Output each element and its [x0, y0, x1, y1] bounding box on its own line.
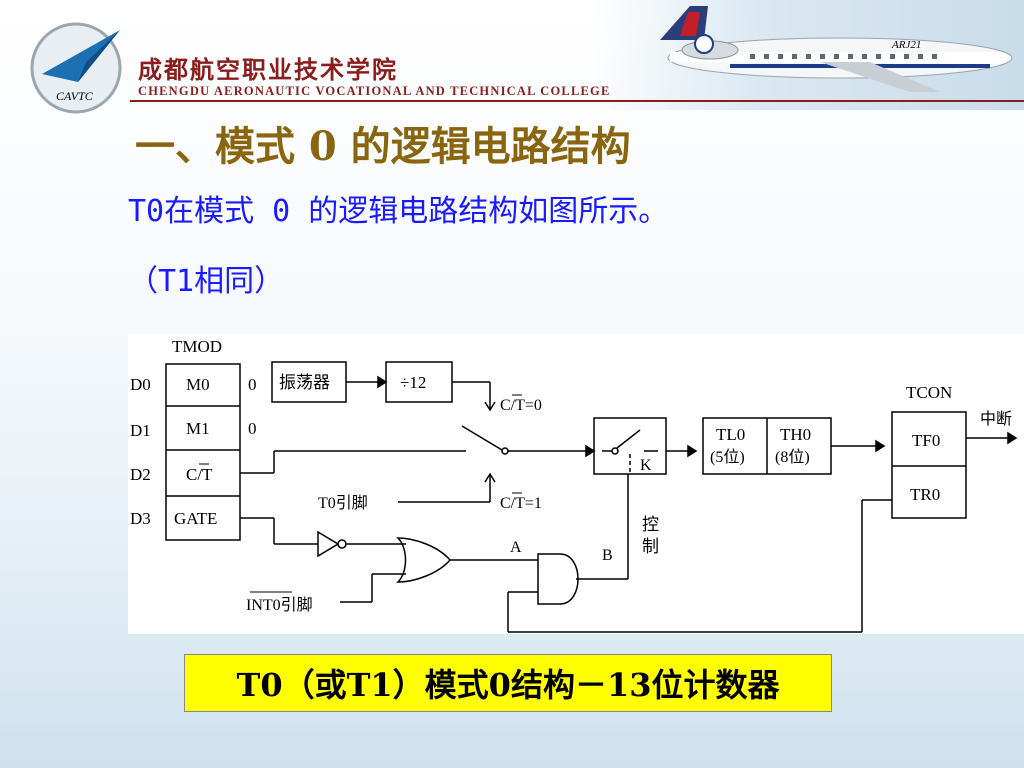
control-label-1: 控: [642, 515, 659, 534]
th0-label: TH0: [780, 425, 811, 444]
tf0-bit: TF0: [912, 431, 940, 450]
subtitle-line-1: T0在模式 0 的逻辑电路结构如图所示。: [128, 194, 669, 229]
diagram-caption: T0（或T1）模式0结构－13位计数器: [184, 654, 832, 712]
ct1-label: C/T=1: [500, 495, 542, 512]
tcon-label: TCON: [906, 383, 952, 402]
interrupt-label: 中断: [980, 410, 1012, 428]
tr0-bit: TR0: [910, 485, 940, 504]
divider-box: ÷12: [400, 373, 426, 392]
int0-pin-label: INT0引脚: [246, 596, 313, 614]
control-label-2: 制: [642, 537, 659, 556]
subtitle-line-2: （T1相同）: [128, 264, 285, 299]
college-name-en: CHENGDU AERONAUTIC VOCATIONAL AND TECHNI…: [138, 84, 611, 98]
college-name-cn: 成都航空职业技术学院: [138, 55, 398, 84]
m0-value: 0: [248, 375, 257, 394]
tl0-label: TL0: [716, 425, 745, 444]
bit-d0: D0: [130, 375, 151, 394]
tmod-label: TMOD: [172, 337, 222, 356]
bit-d3: D3: [130, 509, 151, 528]
plane-tag: ARJ21: [891, 39, 921, 51]
m1-value: 0: [248, 419, 257, 438]
node-b: B: [602, 547, 613, 564]
bit-d1: D1: [130, 421, 151, 440]
bit-d2: D2: [130, 465, 151, 484]
page-title: 一、模式 0 的逻辑电路结构: [135, 123, 631, 170]
logo-abbr: CAVTC: [56, 89, 94, 103]
field-ct: C/T: [186, 465, 213, 484]
tl0-bits: (5位): [710, 448, 745, 466]
header-divider: [130, 100, 1024, 102]
oscillator-box: 振荡器: [279, 373, 330, 392]
logic-diagram: TMOD D0 D1 D2 D3 M0 M1 C/T GATE 0 0 振荡器 …: [128, 334, 1024, 634]
field-m0: M0: [186, 375, 210, 394]
ct0-label: C/T=0: [500, 397, 542, 414]
college-logo: CAVTC: [30, 22, 122, 114]
airplane-image: ARJ21: [660, 6, 1013, 92]
field-m1: M1: [186, 419, 210, 438]
field-gate: GATE: [174, 509, 217, 528]
th0-bits: (8位): [775, 448, 810, 466]
node-a: A: [510, 539, 522, 556]
switch-k: K: [640, 457, 652, 474]
t0-pin-label: T0引脚: [318, 494, 368, 512]
